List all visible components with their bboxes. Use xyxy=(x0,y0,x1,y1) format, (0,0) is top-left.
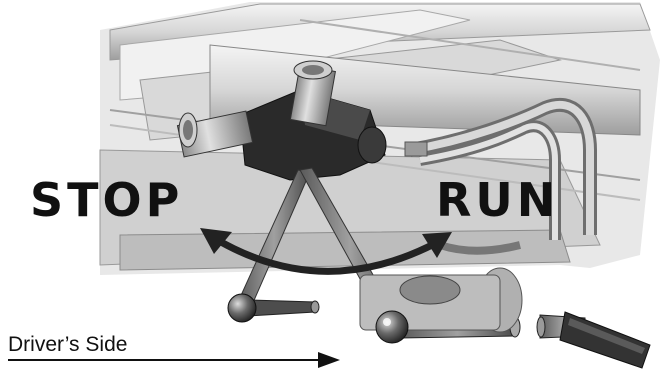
left-handle-shaft xyxy=(248,300,315,316)
run-label: RUN xyxy=(436,173,559,227)
side-tube-bore xyxy=(183,120,193,140)
ball-highlight xyxy=(383,318,391,326)
right-ball-joint xyxy=(376,311,408,343)
gear-housing-face xyxy=(400,276,460,304)
pivot-knob xyxy=(358,127,386,163)
pipe-fitting xyxy=(405,142,427,156)
grip-rod-end xyxy=(537,317,545,337)
drivers-side-label: Driver’s Side xyxy=(8,333,127,356)
left-ball-joint xyxy=(228,294,256,322)
grip-handle xyxy=(537,312,650,368)
pivot-cylinder-bore xyxy=(302,65,324,75)
direction-arrowhead xyxy=(318,352,340,368)
left-shaft-end xyxy=(311,301,319,313)
stop-label: STOP xyxy=(30,173,183,227)
